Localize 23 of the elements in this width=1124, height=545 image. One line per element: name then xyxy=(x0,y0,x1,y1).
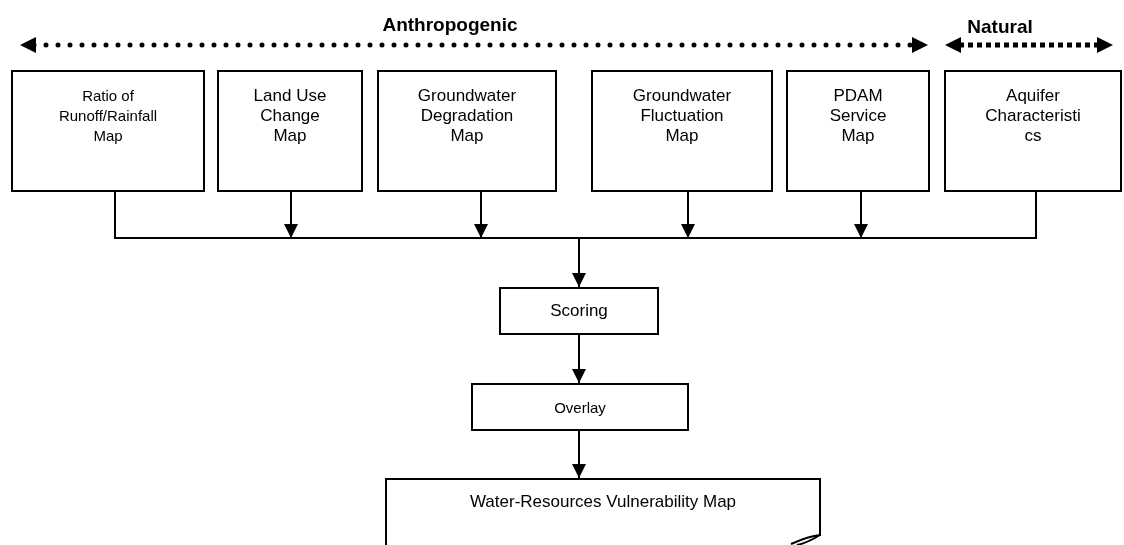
process-box xyxy=(786,70,930,192)
process-box xyxy=(11,70,205,192)
arrow xyxy=(572,237,586,288)
process-box xyxy=(217,70,363,192)
arrow xyxy=(572,430,586,479)
box-text: Overlay xyxy=(553,398,607,418)
box-text: Land Use Change Map xyxy=(252,86,328,146)
box-text: Water-Resources Vulnerability Map xyxy=(468,492,738,512)
process-box xyxy=(377,70,557,192)
box-text: Groundwater Degradation Map xyxy=(416,86,518,146)
arrow xyxy=(572,334,586,384)
box-text: Groundwater Fluctuation Map xyxy=(631,86,733,146)
group-label: Anthropogenic xyxy=(382,14,518,36)
process-box xyxy=(591,70,773,192)
box-text: Ratio of Runoff/Rainfall Map xyxy=(57,86,159,146)
group-label: Natural xyxy=(967,16,1033,38)
process-box xyxy=(944,70,1122,192)
process-box xyxy=(471,383,689,431)
box-text: Aquifer Characteristi cs xyxy=(984,86,1082,146)
box-text: Scoring xyxy=(549,301,609,321)
document-shape xyxy=(385,478,821,545)
box-text: PDAM Service Map xyxy=(828,86,888,146)
process-box xyxy=(499,287,659,335)
